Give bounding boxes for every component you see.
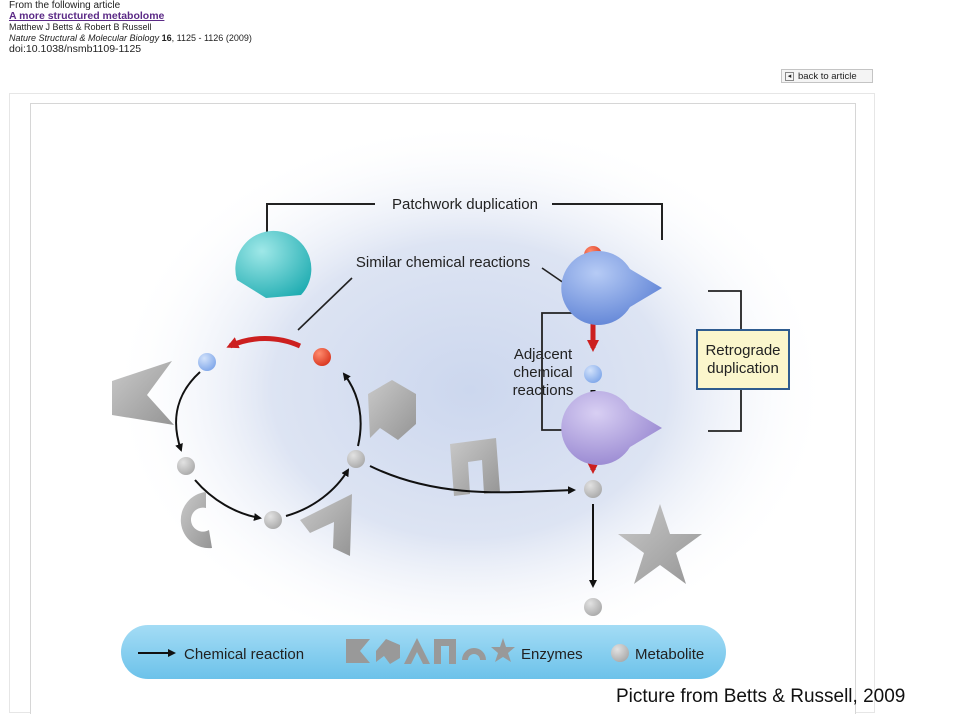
- journal-volume: 16: [161, 33, 172, 43]
- teal-enzyme: [235, 230, 312, 298]
- metabolite-blue-right: [584, 365, 602, 383]
- enzyme-shape-wedge: [112, 361, 174, 425]
- legend-metabolite-label: Metabolite: [635, 646, 704, 663]
- legend-wedge-icon: [346, 639, 370, 663]
- enzyme-shape-arrowhead: [368, 380, 416, 440]
- retrograde-box: [696, 329, 790, 390]
- legend-arrowhead-icon: [376, 639, 400, 664]
- metabolite-gray-3: [347, 450, 365, 468]
- legend-enzymes-label: Enzymes: [521, 646, 583, 663]
- cycle-arrow-2: [194, 479, 262, 521]
- cycle-arrow-4: [342, 372, 362, 447]
- doi: doi:10.1038/nsmb1109-1125: [9, 43, 142, 55]
- retrograde-label-line1: Retrograde: [705, 342, 780, 359]
- back-button-label: back to article: [798, 70, 857, 82]
- legend-enzyme-icons: [346, 638, 515, 664]
- legend-horseshoe-icon: [462, 648, 486, 660]
- authors: Matthew J Betts & Robert B Russell: [9, 22, 152, 32]
- legend-reaction-label: Chemical reaction: [184, 646, 304, 663]
- adjacent-label-line1: Adjacent: [514, 346, 573, 363]
- retrograde-bracket: [708, 290, 742, 432]
- adjacent-bracket: [541, 312, 572, 431]
- legend-arch-icon: [434, 639, 456, 664]
- legend-metabolite-icon: [611, 644, 629, 662]
- metabolite-gray-right-1: [584, 480, 602, 498]
- adjacent-label-line3: reactions: [513, 382, 574, 399]
- journal-name: Nature Structural & Molecular Biology: [9, 33, 160, 43]
- metabolite-red-left: [313, 348, 331, 366]
- similar-reactions-label: Similar chemical reactions: [356, 254, 530, 271]
- journal-pages: , 1125 - 1126 (2009): [171, 33, 252, 43]
- cycle-arrow-1: [175, 371, 201, 452]
- cross-pathway-arrow: [369, 465, 576, 495]
- enzyme-shape-star: [618, 504, 702, 584]
- enzyme-shape-v: [300, 494, 352, 556]
- adjacent-label-line2: chemical: [513, 364, 572, 381]
- article-title-link[interactable]: A more structured metabolome: [9, 10, 165, 22]
- picture-caption: Picture from Betts & Russell, 2009: [616, 686, 906, 707]
- back-to-article-button[interactable]: ◂ back to article: [781, 69, 873, 83]
- retrograde-label-line2: duplication: [707, 360, 779, 377]
- enzyme-shape-c: [180, 492, 212, 549]
- back-arrow-icon: ◂: [785, 71, 794, 81]
- enzyme-shape-arch: [450, 438, 500, 496]
- legend-star-icon: [491, 638, 515, 662]
- article-header: From the following article A more struct…: [9, 0, 469, 55]
- legend-triangle-icon: [404, 638, 430, 664]
- patchwork-bracket: [266, 203, 663, 240]
- journal-citation: Nature Structural & Molecular Biology 16…: [9, 33, 469, 44]
- red-reaction-arrow-left: [226, 336, 302, 349]
- purple-enzyme: [561, 391, 662, 465]
- cycle-arrow-3: [285, 468, 350, 517]
- metabolite-gray-2: [264, 511, 282, 529]
- similar-pointer-left: [297, 277, 353, 331]
- metabolite-gray-1: [177, 457, 195, 475]
- from-label: From the following article: [9, 0, 121, 11]
- patchwork-label: Patchwork duplication: [392, 196, 538, 213]
- blue-enzyme: [561, 251, 662, 325]
- metabolite-gray-right-2: [584, 598, 602, 616]
- metabolite-blue-left: [198, 353, 216, 371]
